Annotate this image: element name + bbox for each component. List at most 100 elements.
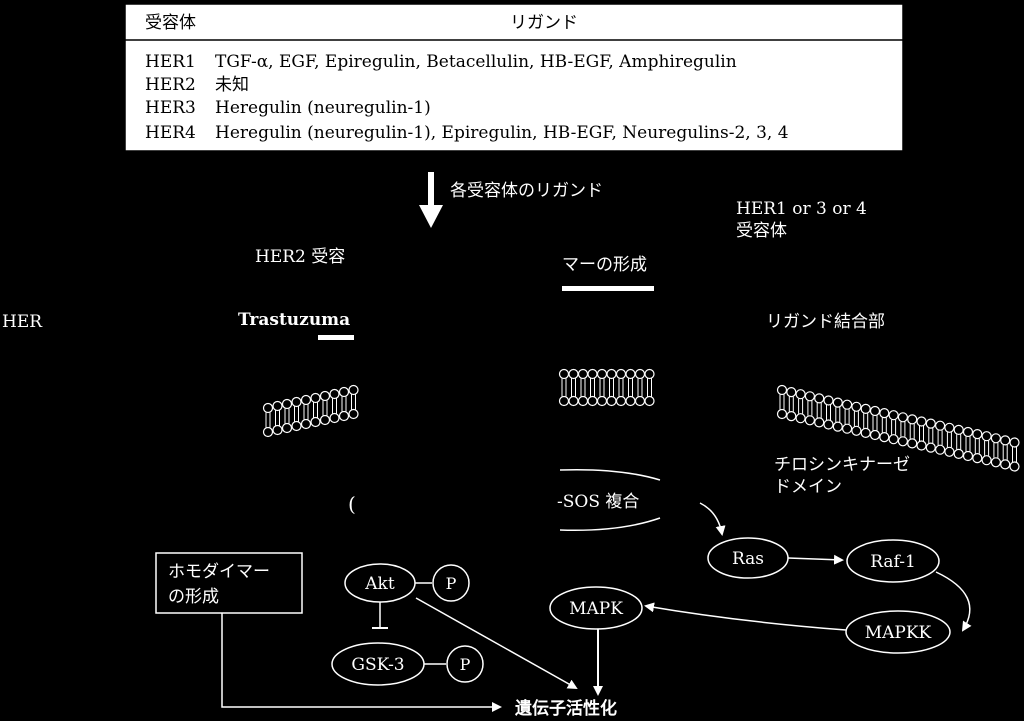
table-header-receptor: 受容体: [145, 13, 196, 33]
homodimer-label: ホモダイマー: [168, 562, 270, 582]
lipid-head: [916, 416, 927, 427]
mapkk-label: MAPKK: [865, 623, 932, 643]
lipid-head: [962, 426, 974, 438]
lipid-head: [944, 446, 955, 457]
lipid-head: [625, 368, 636, 380]
lipid-head: [615, 395, 627, 407]
row-ligands: 未知: [215, 75, 249, 95]
lipid-head: [596, 395, 608, 407]
lipid-head: [634, 395, 646, 407]
raf-to-mapkk-arrow: [935, 571, 972, 632]
lipid-head: [944, 422, 955, 433]
phospho-node: [446, 645, 484, 683]
lipid-head: [338, 410, 350, 422]
lipid-head: [851, 425, 862, 436]
lipid-head: [262, 426, 274, 438]
table-row: HER1 TGF-α, EGF, Epiregulin, Betacelluli…: [145, 52, 737, 72]
lipid-head: [577, 368, 589, 380]
lipid-head: [888, 410, 899, 421]
ras-to-raf-arrow: [787, 554, 844, 565]
lipid-head: [795, 389, 806, 400]
lipid-head: [962, 450, 974, 462]
lipid-head: [625, 395, 636, 407]
lipid-head: [1000, 459, 1011, 470]
lipid-head: [568, 395, 579, 407]
raf1-label: Raf-1: [870, 552, 916, 572]
lipid-head: [841, 399, 853, 410]
lipid-head: [786, 411, 797, 422]
sos-complex-arc-bottom: [559, 517, 661, 531]
lipid-head: [300, 418, 312, 430]
lipid-head: [634, 368, 646, 380]
lipid-head: [272, 424, 283, 436]
lipid-head: [972, 453, 983, 464]
trastuzumab-bar: [318, 335, 354, 340]
lipid-head: [823, 395, 834, 406]
row-ligands: Heregulin (neuregulin-1), Epiregulin, HB…: [215, 123, 789, 143]
lipid-head: [869, 429, 881, 441]
lipid-head: [587, 395, 598, 407]
sos-to-ras-arrow: [699, 502, 726, 536]
paren-mark: (: [348, 492, 356, 516]
lipid-head: [860, 427, 871, 438]
lipid-head: [281, 398, 293, 410]
ras-label: Ras: [732, 549, 764, 569]
lipid-head: [869, 405, 881, 417]
phospho-label: P: [446, 574, 457, 593]
lipid-head: [925, 418, 936, 429]
lipid-head: [990, 433, 1002, 444]
lipid-head: [832, 421, 843, 432]
homodimer-label-2: の形成: [168, 587, 219, 607]
lipid-head: [348, 384, 359, 396]
lipid-head: [606, 368, 617, 380]
lipid-head: [981, 455, 992, 466]
table-row: HER4 Heregulin (neuregulin-1), Epireguli…: [145, 123, 789, 143]
lipid-head: [786, 387, 797, 398]
lipid-head: [281, 422, 293, 434]
lipid-head: [644, 368, 655, 380]
mapk-node: [549, 586, 643, 630]
lipid-head: [319, 390, 331, 402]
lipid-head: [577, 395, 589, 407]
lipid-head: [814, 393, 825, 404]
lipid-head: [907, 414, 918, 425]
lipid-head: [310, 416, 321, 428]
membrane-bilayer-left: [262, 384, 359, 438]
lipid-head: [558, 368, 570, 380]
gene-activation-label: 遺伝子活性化: [515, 698, 617, 719]
lipid-head: [953, 448, 964, 459]
lipid-head: [814, 417, 825, 428]
mapkk-to-mapk-arrow: [644, 602, 847, 631]
lipid-head: [329, 412, 340, 424]
lipid-head: [338, 386, 350, 398]
her134-label: HER1 or 3 or 4: [736, 199, 867, 219]
lipid-head: [953, 424, 964, 435]
lipid-head: [841, 423, 853, 434]
down-arrow-icon: [419, 172, 443, 228]
dimer-bar: [562, 286, 654, 291]
lipid-head: [879, 432, 890, 443]
row-receptor: HER2: [145, 75, 196, 95]
homodimer-to-gene-arrow: [221, 613, 502, 712]
lipid-head: [823, 419, 834, 430]
lipid-head: [897, 412, 909, 423]
phospho-node: [432, 564, 470, 602]
receptor-label: 受容体: [736, 221, 787, 241]
ligand-table: 受容体 リガンド HER1 TGF-α, EGF, Epiregulin, Be…: [124, 3, 904, 152]
kinase-domain-label: ドメイン: [774, 477, 842, 497]
lipid-head: [596, 368, 608, 380]
lipid-head: [925, 442, 936, 453]
lipid-head: [568, 368, 579, 380]
lipid-head: [291, 420, 302, 432]
row-receptor: HER4: [145, 123, 196, 143]
lipid-head: [262, 402, 274, 414]
lipid-head: [615, 368, 627, 380]
lipid-head: [319, 414, 331, 426]
row-receptor: HER3: [145, 98, 196, 118]
table-row: HER2 未知: [145, 75, 249, 95]
homodimer-box: [155, 552, 303, 614]
row-ligands: TGF-α, EGF, Epiregulin, Betacellulin, HB…: [215, 52, 737, 72]
lipid-head: [1009, 437, 1020, 448]
